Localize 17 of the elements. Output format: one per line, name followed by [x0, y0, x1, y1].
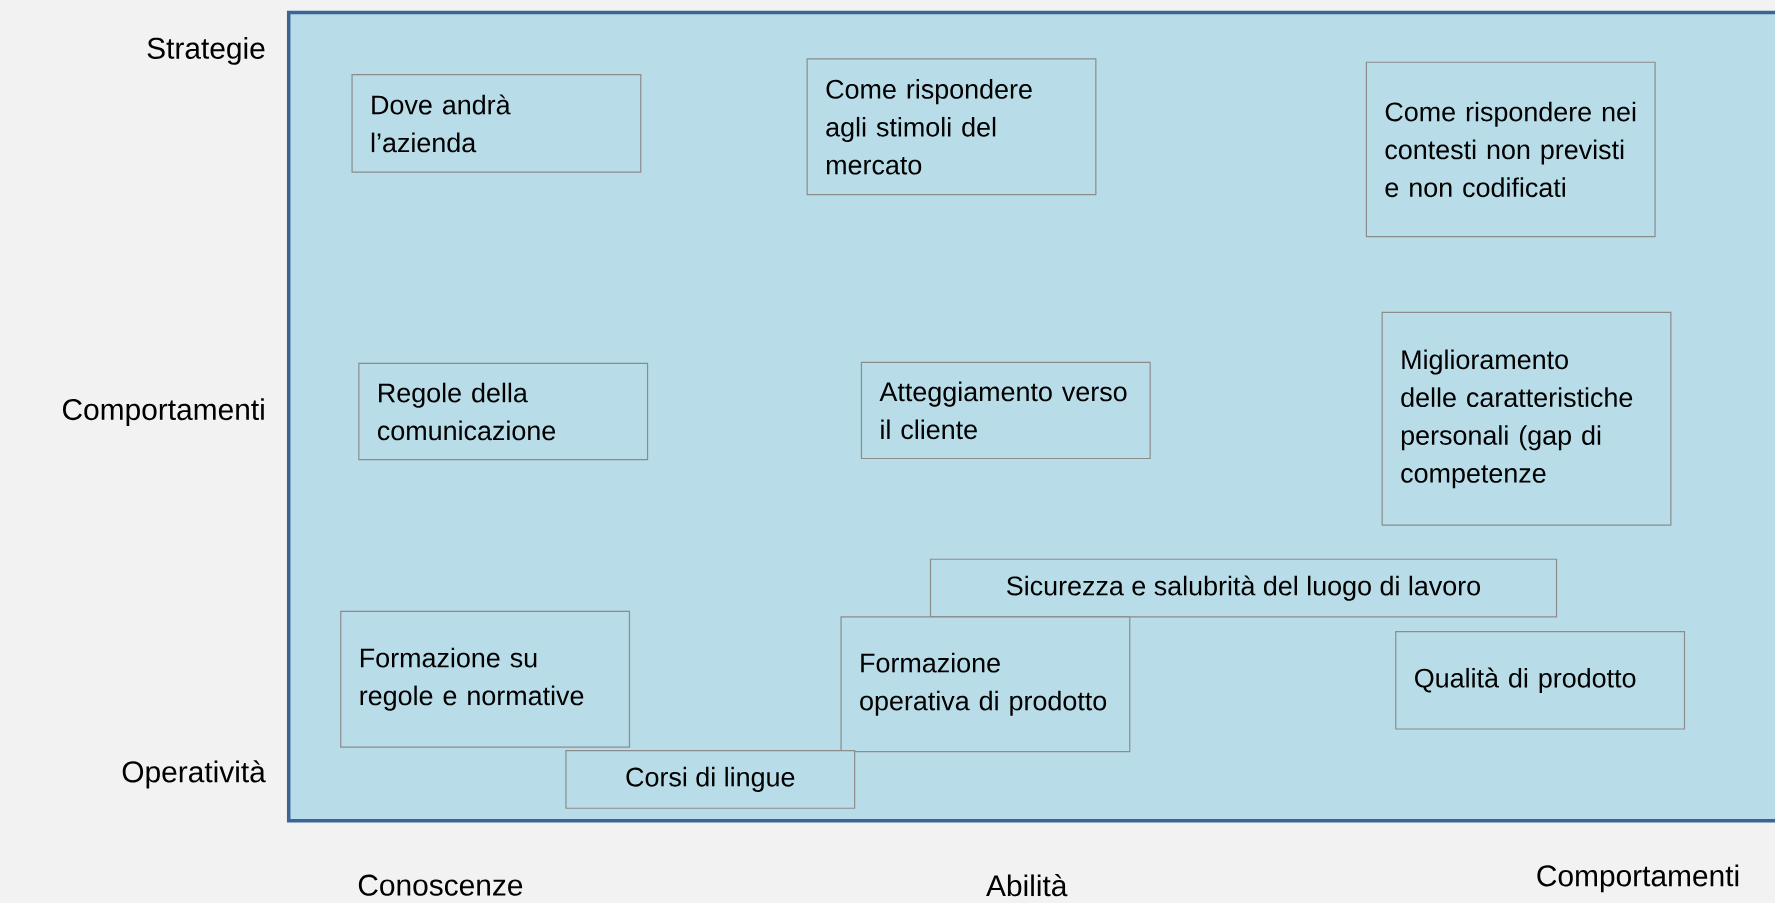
text-box: Qualità di prodotto	[1395, 631, 1686, 730]
text-box: Atteggiamento verso il cliente	[860, 361, 1151, 460]
axis-label: Comportamenti	[63, 398, 264, 427]
axis-label: Operatività	[122, 760, 266, 789]
axis-label: Comportamenti	[1537, 864, 1739, 893]
axis-label: Conoscenze	[358, 874, 523, 896]
text-box: Come rispondere agli stimoli del mercato	[806, 58, 1097, 196]
text-box: Miglioramento delle caratteristiche personali (gap di competenze	[1381, 311, 1672, 526]
text-box: Formazione su regole e normative	[340, 610, 631, 748]
axis-label: Strategie	[147, 36, 265, 65]
axis-label: Abilità	[986, 874, 1068, 897]
text-box: Come rispondere nei contesti non previsti e non codificati	[1365, 61, 1656, 238]
text-box: Corsi di lingue	[565, 749, 856, 809]
text-box: Regole della comunicazione	[358, 362, 649, 461]
text-box: Sicurezza e salubrità del luogo di lavoro	[929, 558, 1558, 618]
text-box: Dove andrà l’azienda	[351, 74, 642, 173]
text-box: Formazione operativa di prodotto	[840, 616, 1131, 753]
